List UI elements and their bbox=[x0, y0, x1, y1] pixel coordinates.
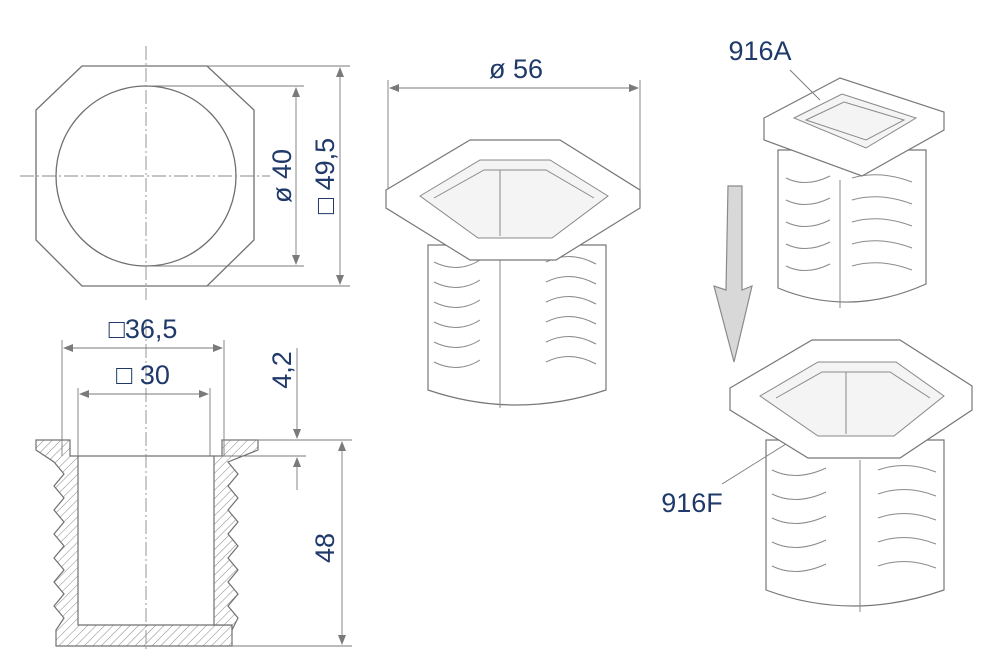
square-49-5-label: □ 49,5 bbox=[310, 138, 340, 214]
square-36-5-label: □36,5 bbox=[109, 314, 178, 344]
height-4-2-label: 4,2 bbox=[267, 351, 297, 389]
diameter-40-label: ø 40 bbox=[267, 149, 297, 203]
insert-916a: 916A bbox=[728, 36, 945, 308]
top-view: ø 40 □ 49,5 bbox=[20, 46, 350, 300]
diameter-56-label: ø 56 bbox=[489, 54, 543, 84]
section-right-wall bbox=[213, 439, 259, 631]
section-view: □36,5 □ 30 4,2 48 bbox=[35, 314, 352, 650]
isometric-part: ø 56 bbox=[385, 54, 641, 408]
isometric-left-grooves bbox=[433, 259, 481, 368]
square-30-label: □ 30 bbox=[116, 360, 170, 390]
height-48-label: 48 bbox=[310, 533, 340, 563]
section-left-wall bbox=[35, 439, 233, 647]
isometric-body bbox=[427, 244, 607, 406]
label-916a: 916A bbox=[728, 36, 791, 66]
housing-916f: 916F bbox=[661, 339, 973, 612]
assembly-arrow bbox=[713, 185, 753, 363]
label-916f: 916F bbox=[661, 488, 723, 518]
